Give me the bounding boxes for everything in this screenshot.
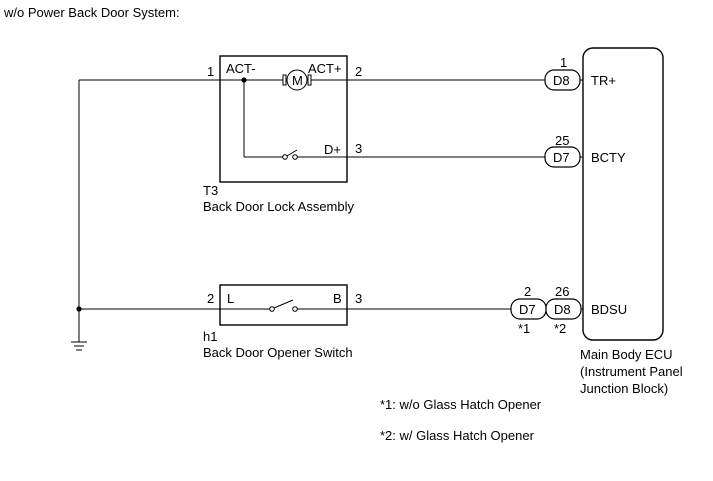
ecu-terminal-bdsu: BDSU bbox=[591, 302, 627, 317]
ecu-name-line2: (Instrument Panel bbox=[580, 364, 683, 379]
switch-pin-l-label: L bbox=[227, 291, 234, 306]
lock-assembly-code: T3 bbox=[203, 183, 218, 198]
ecu-terminal-tr-plus: TR+ bbox=[591, 73, 616, 88]
back-door-lock-assembly: 1 ACT- ACT+ 2 M D+ 3 T3 Back Door Lock A… bbox=[203, 55, 362, 214]
lock-assembly-name: Back Door Lock Assembly bbox=[203, 199, 355, 214]
ecu-name-line3: Junction Block) bbox=[580, 381, 668, 396]
bdsu-connector-b: D8 bbox=[554, 302, 571, 317]
bcty-connector: D7 bbox=[553, 150, 570, 165]
main-body-ecu: TR+ BCTY BDSU Main Body ECU (Instrument … bbox=[580, 47, 683, 396]
ground-circuit bbox=[71, 79, 220, 351]
tr-plus-connector: D8 bbox=[553, 73, 570, 88]
act-plus-label: ACT+ bbox=[308, 61, 342, 76]
lock-pin-1: 1 bbox=[207, 64, 214, 79]
lock-pin-2: 2 bbox=[355, 64, 362, 79]
diagram-title: w/o Power Back Door System: bbox=[3, 5, 180, 20]
footnote-2: *2: w/ Glass Hatch Opener bbox=[380, 428, 535, 443]
ecu-name-line1: Main Body ECU bbox=[580, 347, 672, 362]
motor-icon: M bbox=[282, 69, 312, 91]
bdsu-pin-b: 26 bbox=[555, 284, 569, 299]
lock-switch-icon bbox=[282, 149, 298, 160]
bdsu-note-a: *1 bbox=[518, 321, 530, 336]
ground-icon bbox=[71, 341, 87, 351]
ecu-terminal-bcty: BCTY bbox=[591, 150, 626, 165]
tr-plus-pin: 1 bbox=[560, 55, 567, 70]
act-minus-label: ACT- bbox=[226, 61, 256, 76]
switch-pin-b-label: B bbox=[333, 291, 342, 306]
switch-pin-2: 2 bbox=[207, 291, 214, 306]
bdsu-connector-a: D7 bbox=[519, 302, 536, 317]
opener-switch-icon bbox=[269, 299, 298, 312]
bdsu-pin-a: 2 bbox=[524, 284, 531, 299]
motor-label: M bbox=[292, 73, 303, 88]
footnote-1: *1: w/o Glass Hatch Opener bbox=[380, 397, 542, 412]
connector-tr-plus: 1 D8 bbox=[544, 55, 583, 91]
connector-bcty: 25 D7 bbox=[544, 133, 583, 168]
bcty-pin: 25 bbox=[555, 133, 569, 148]
bdsu-note-b: *2 bbox=[554, 321, 566, 336]
lock-pin-3: 3 bbox=[355, 141, 362, 156]
connector-bdsu: 2 26 D7 D8 *1 *2 bbox=[510, 284, 583, 336]
opener-switch-code: h1 bbox=[203, 329, 217, 344]
d-plus-label: D+ bbox=[324, 142, 341, 157]
switch-pin-3: 3 bbox=[355, 291, 362, 306]
opener-switch-name: Back Door Opener Switch bbox=[203, 345, 353, 360]
back-door-opener-switch: 2 L B 3 h1 Back Door Opener Switch bbox=[203, 284, 362, 360]
ecu-wires bbox=[347, 79, 545, 310]
